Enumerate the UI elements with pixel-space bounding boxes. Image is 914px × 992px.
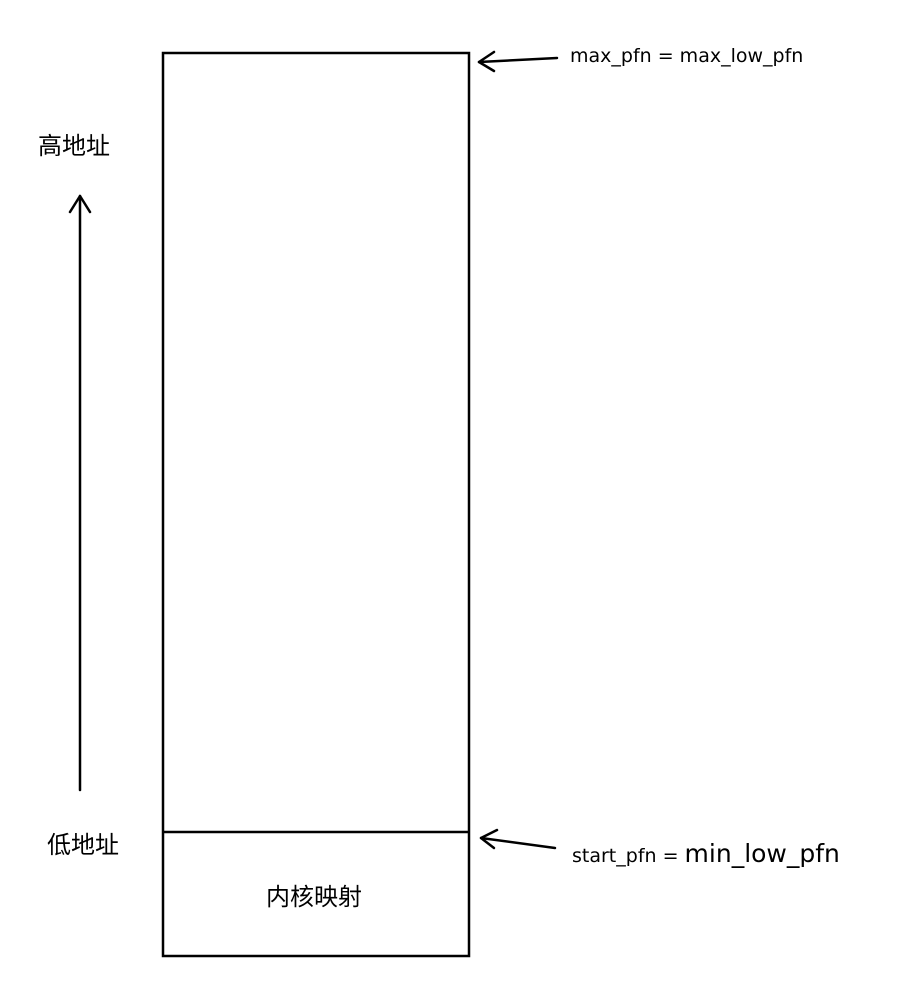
arrow-up-icon — [68, 194, 92, 792]
arrow-left-icon — [477, 50, 559, 73]
max-pfn-label: max_pfn = max_low_pfn — [570, 45, 804, 67]
start-pfn-label: start_pfn = min_low_pfn — [572, 841, 840, 866]
low-address-label: 低地址 — [47, 831, 119, 859]
arrow-left-icon — [479, 828, 557, 850]
high-address-label: 高地址 — [38, 132, 110, 160]
kernel-mapping-label: 内核映射 — [266, 883, 362, 911]
memory-block — [161, 51, 471, 958]
start-pfn-prefix: start_pfn = — [572, 845, 685, 867]
start-pfn-value: min_low_pfn — [684, 839, 840, 868]
